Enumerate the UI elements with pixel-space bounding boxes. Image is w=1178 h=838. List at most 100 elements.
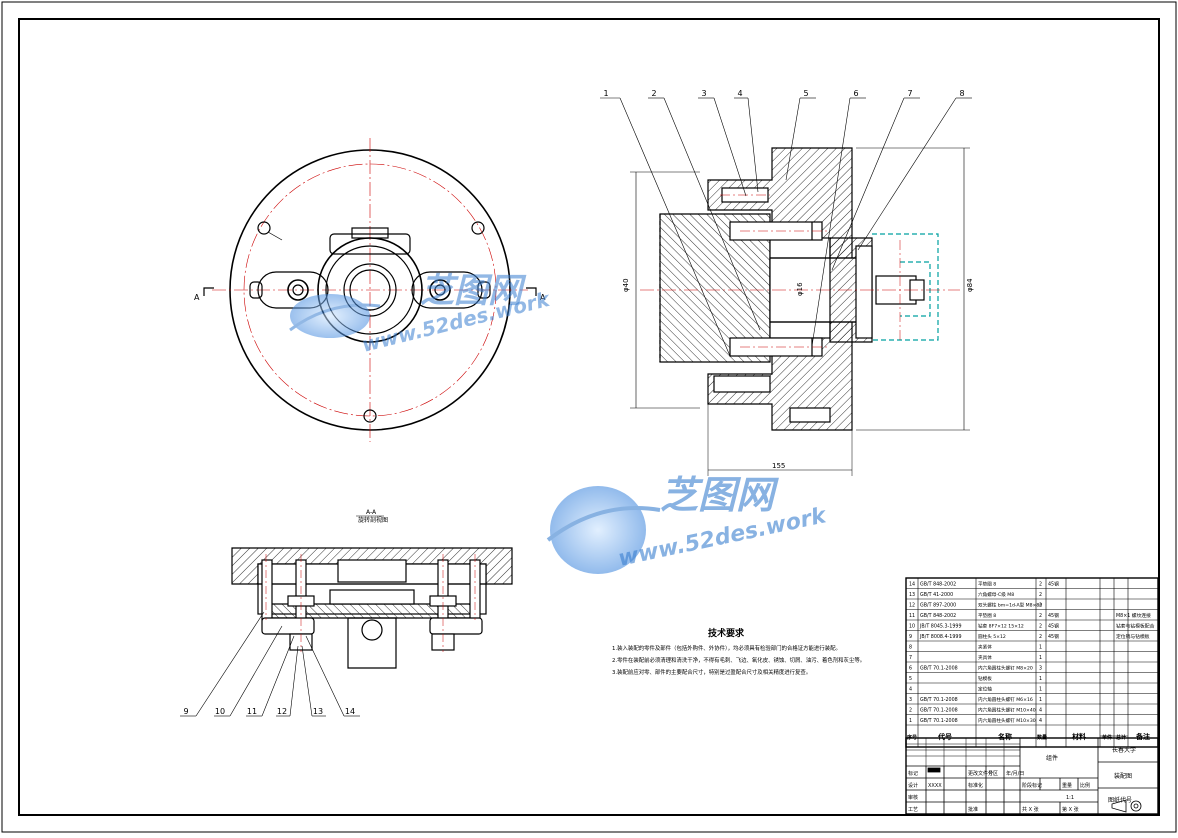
bom-cell-qty: 1 (1039, 697, 1042, 703)
bom-cell-qty: 1 (1039, 655, 1042, 661)
bom-cell-code: GB/T 848-2002 (920, 582, 956, 588)
tb-process: 工艺 (908, 807, 918, 813)
bom-cell-code: GB/T 70.1-2008 (920, 708, 958, 714)
watermark-logo-2 (546, 486, 661, 574)
tb-review: 审核 (908, 794, 918, 801)
bom-cell-name: 内六角圆柱头螺钉 M10×30 (978, 717, 1036, 724)
bom-cell-note: M8×1 螺纹连接 (1116, 612, 1151, 619)
balloon-1: 1 (603, 89, 608, 98)
bom-cell-mat: 45钢 (1048, 633, 1059, 640)
tech-req-title: 技术要求 (708, 627, 745, 639)
tech-req-line-1: 1.装入装配的零件及部件（包括外购件、外协件），均必须具有检验部门的合格证方能进… (612, 644, 841, 652)
tb-zone: 分区 (988, 770, 998, 777)
bom-cell-code: GB/T 70.1-2008 (920, 697, 958, 703)
tb-approve: 批准 (968, 806, 978, 813)
section-subtitle: 旋转剖视图 (358, 516, 388, 524)
section-title: A-A (366, 509, 377, 516)
bom-cell-qty: 2 (1039, 603, 1042, 609)
bom-cell-seq: 1 (909, 718, 912, 724)
bom-cell-seq: 8 (909, 645, 912, 651)
dim-left-label: φ40 (622, 278, 630, 292)
bom-cell-name: 内六角圆柱头螺钉 M6×16 (978, 696, 1033, 703)
balloon-11: 11 (247, 707, 257, 716)
balloon-7: 7 (907, 89, 912, 98)
section-mark-left: A (194, 293, 200, 302)
tb-doc: 更改文件号 (968, 770, 993, 777)
bom-cell-seq: 13 (909, 592, 915, 598)
bom-header-mat: 材料 (1071, 732, 1086, 741)
balloon-6: 6 (853, 89, 858, 98)
bom-cell-seq: 6 (909, 666, 912, 672)
balloon-2: 2 (651, 89, 656, 98)
section-view (630, 147, 970, 476)
bom-cell-qty: 3 (1039, 666, 1042, 672)
projection-symbol-icon (1111, 799, 1142, 813)
tb-drawing-no: 图纸代号 (1108, 796, 1132, 804)
bom-cell-qty: 2 (1039, 592, 1042, 598)
bom-cell-qty: 1 (1039, 687, 1042, 693)
title-block (905, 737, 1159, 815)
tb-stage: 阶段标记 (1022, 782, 1042, 789)
tb-scale: 比例 (1080, 782, 1090, 789)
bom-cell-qty: 2 (1039, 634, 1042, 640)
watermark-logo-1 (289, 294, 381, 338)
bom-cell-name: 圆柱头 5×12 (978, 633, 1006, 640)
balloon-12: 12 (277, 707, 287, 716)
bom-header-note: 备注 (1135, 732, 1150, 741)
tb-design: 设计 (908, 782, 918, 789)
bom-cell-code: GB/T 848-2002 (920, 613, 956, 619)
balloon-9: 9 (183, 707, 188, 716)
bom-cell-code: GB/T 41-2000 (920, 592, 953, 598)
bom-cell-code: GB/T 70.1-2008 (920, 666, 958, 672)
bom-header-name: 名称 (998, 732, 1012, 741)
balloon-4: 4 (737, 89, 742, 98)
bom-cell-qty: 2 (1039, 582, 1042, 588)
dim-right-label: φ84 (966, 278, 974, 292)
bom-cell-name: 钻套 8F7×12 15×12 (978, 623, 1024, 630)
bom-cell-name: 平垫圈 8 (978, 612, 996, 619)
bom-cell-seq: 9 (909, 634, 912, 640)
bom-cell-qty: 2 (1039, 624, 1042, 630)
bom-cell-qty: 1 (1039, 645, 1042, 651)
tech-req-line-3: 3.装配前应对零、部件的主要配合尺寸，特别是过盈配合尺寸及相关精度进行复查。 (612, 668, 811, 676)
tb-mark: 标记 (908, 770, 918, 777)
tb-xxxx: XXXX (928, 783, 942, 789)
bom-cell-qty: 2 (1039, 613, 1042, 619)
bom-cell-qty: 4 (1039, 708, 1042, 714)
bom-cell-seq: 2 (909, 708, 912, 714)
bom-cell-seq: 12 (909, 603, 915, 609)
dim-bottom-label: 155 (772, 462, 785, 470)
bom-cell-qty: 1 (1039, 676, 1042, 682)
bom-cell-seq: 10 (909, 624, 915, 630)
tb-assembly: 组件 (1046, 754, 1058, 762)
balloon-5: 5 (803, 89, 808, 98)
bom-cell-name: 钻模板 (978, 675, 992, 682)
section-mark-right: A (540, 293, 546, 302)
bom-cell-name: 内六角圆柱头螺钉 M10×40 (978, 707, 1036, 714)
watermark-cn-2: 芝图网 (660, 473, 779, 517)
bom-cell-seq: 3 (909, 697, 912, 703)
bom-cell-seq: 7 (909, 655, 912, 661)
bom-cell-seq: 5 (909, 676, 912, 682)
balloon-10: 10 (215, 707, 225, 716)
leader-lines-section (600, 97, 972, 357)
bom-cell-name: 夹具体 (978, 654, 992, 661)
bom-cell-code: GB/T 70.1-2008 (920, 718, 958, 724)
bom-cell-name: 双头螺柱 bm=1d-A型 M8×80 (978, 602, 1042, 609)
bom-cell-note: 定位销与钻模板 (1116, 633, 1150, 640)
tb-drawing-name: 装配图 (1114, 772, 1132, 780)
balloon-3: 3 (701, 89, 706, 98)
bom-cell-code: GB/T 897-2000 (920, 603, 956, 609)
bom-cell-mat: 45钢 (1048, 623, 1059, 630)
bom-header-code: 代号 (937, 732, 952, 741)
tb-sheet-no: 第 X 张 (1062, 806, 1079, 813)
dim-center-label: φ16 (796, 282, 804, 296)
top-view (203, 138, 537, 442)
section-a-a-view (231, 547, 513, 669)
bom-cell-seq: 4 (909, 687, 912, 693)
